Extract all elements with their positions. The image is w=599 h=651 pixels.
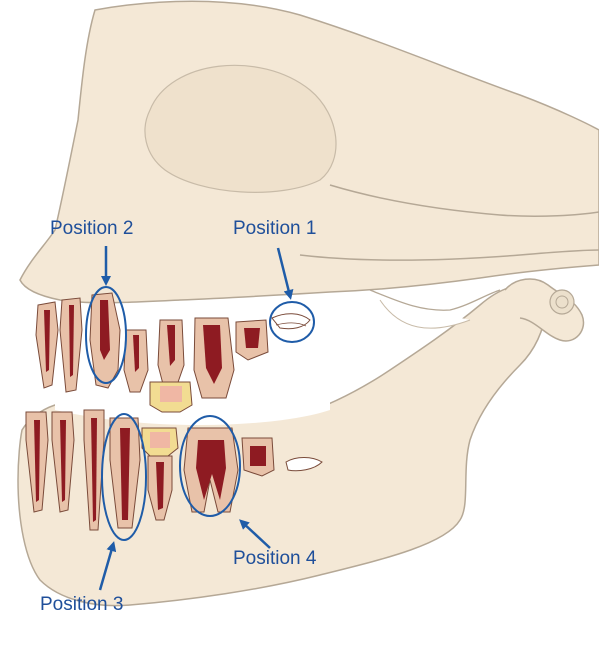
position-4-label: Position 4 (233, 548, 316, 570)
position-1-label: Position 1 (233, 218, 316, 240)
ear-canal (550, 290, 574, 314)
position-3-label: Position 3 (40, 594, 123, 616)
position-2-label: Position 2 (50, 218, 133, 240)
